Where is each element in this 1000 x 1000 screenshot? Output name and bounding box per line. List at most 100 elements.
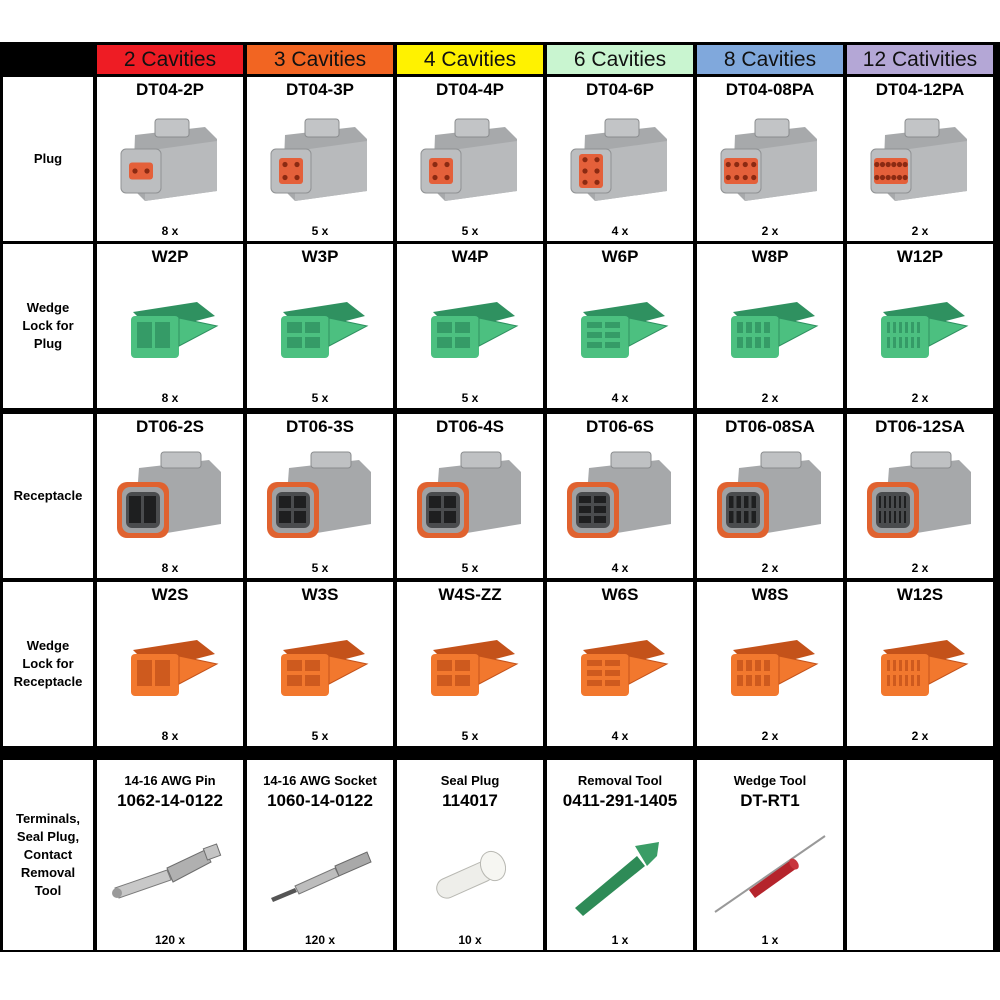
part-image	[855, 610, 985, 718]
part-number: 0411-291-1405	[562, 791, 678, 810]
orange-wedge-3-icon	[281, 640, 369, 696]
part-image	[555, 105, 685, 213]
product-cell: W8S 2 x	[697, 582, 843, 746]
accessory-title: Wedge Tool	[733, 773, 807, 788]
quantity: 5 x	[461, 729, 479, 743]
part-number: DT06-08SA	[725, 417, 815, 436]
quantity: 4 x	[611, 224, 629, 238]
product-cell: W4P 5 x	[397, 244, 543, 408]
part-image	[855, 105, 985, 213]
green-wedge-4-icon	[431, 302, 519, 358]
row-label-4: Wedge Lock for Receptacle	[3, 582, 93, 746]
quantity: 8 x	[161, 561, 179, 575]
quantity: 5 x	[461, 561, 479, 575]
row-label-2: Wedge Lock for Plug	[3, 244, 93, 408]
row-label-3: Receptacle	[3, 414, 93, 578]
gray-plug-12-pin-icon	[870, 118, 967, 201]
quantity: 5 x	[461, 391, 479, 405]
quantity: 120 x	[304, 933, 336, 947]
quantity: 2 x	[761, 729, 779, 743]
part-number: W2S	[151, 585, 189, 604]
part-image	[555, 816, 685, 920]
row-label-terminals: Terminals, Seal Plug, Contact Removal To…	[3, 760, 93, 950]
part-image	[855, 272, 985, 380]
gray-receptacle-3-icon	[267, 451, 371, 538]
product-cell: DT04-4P 5 x	[397, 77, 543, 241]
header-6: 12 Cativities	[847, 45, 993, 74]
wedge-tool-icon	[714, 835, 826, 913]
quantity: 1 x	[761, 933, 779, 947]
gray-receptacle-4-icon	[417, 451, 521, 538]
quantity: 5 x	[461, 224, 479, 238]
header-5: 8 Cavities	[697, 45, 843, 74]
gray-plug-4-pin-icon	[420, 118, 517, 201]
quantity: 4 x	[611, 561, 629, 575]
quantity: 8 x	[161, 729, 179, 743]
orange-wedge-6-icon	[581, 640, 669, 696]
quantity: 2 x	[911, 391, 929, 405]
header-1: 2 Cavities	[97, 45, 243, 74]
quantity: 4 x	[611, 729, 629, 743]
quantity: 2 x	[761, 561, 779, 575]
part-image	[705, 442, 835, 550]
orange-wedge-12-icon	[881, 640, 969, 696]
orange-wedge-2-icon	[131, 640, 219, 696]
part-number: W4P	[451, 247, 489, 266]
product-cell: DT06-4S 5 x	[397, 414, 543, 578]
green-wedge-2-icon	[131, 302, 219, 358]
part-image	[255, 272, 385, 380]
part-image	[405, 272, 535, 380]
part-image	[105, 105, 235, 213]
product-cell: W4S-ZZ 5 x	[397, 582, 543, 746]
empty-cell	[847, 760, 993, 950]
accessory-title: Removal Tool	[577, 773, 663, 788]
part-number: W8S	[751, 585, 789, 604]
header-2: 3 Cavities	[247, 45, 393, 74]
part-number: W4S-ZZ	[438, 585, 502, 604]
header-3: 4 Cavities	[397, 45, 543, 74]
green-wedge-6-icon	[581, 302, 669, 358]
part-number: DT04-4P	[435, 80, 505, 99]
gray-plug-2-pin-icon	[120, 118, 217, 201]
row-label-1: Plug	[3, 77, 93, 241]
gray-receptacle-12-icon	[867, 451, 971, 538]
part-image	[255, 105, 385, 213]
part-image	[255, 442, 385, 550]
accessory-title: Seal Plug	[440, 773, 500, 788]
part-number: DT06-6S	[585, 417, 655, 436]
quantity: 8 x	[161, 224, 179, 238]
socket-terminal-icon	[271, 851, 372, 902]
part-number: DT06-4S	[435, 417, 505, 436]
part-number: DT04-12PA	[875, 80, 965, 99]
product-cell: DT06-6S 4 x	[547, 414, 693, 578]
part-number: W2P	[151, 247, 189, 266]
part-number: W3S	[301, 585, 339, 604]
quantity: 4 x	[611, 391, 629, 405]
part-number: 114017	[442, 791, 498, 810]
part-number: DT04-3P	[285, 80, 355, 99]
part-number: DT-RT1	[740, 791, 800, 810]
quantity: 120 x	[154, 933, 186, 947]
part-image	[255, 610, 385, 718]
gray-receptacle-6-icon	[567, 451, 671, 538]
part-image	[105, 272, 235, 380]
quantity: 5 x	[311, 391, 329, 405]
quantity: 2 x	[911, 224, 929, 238]
part-image	[105, 610, 235, 718]
quantity: 2 x	[761, 391, 779, 405]
part-image	[855, 442, 985, 550]
